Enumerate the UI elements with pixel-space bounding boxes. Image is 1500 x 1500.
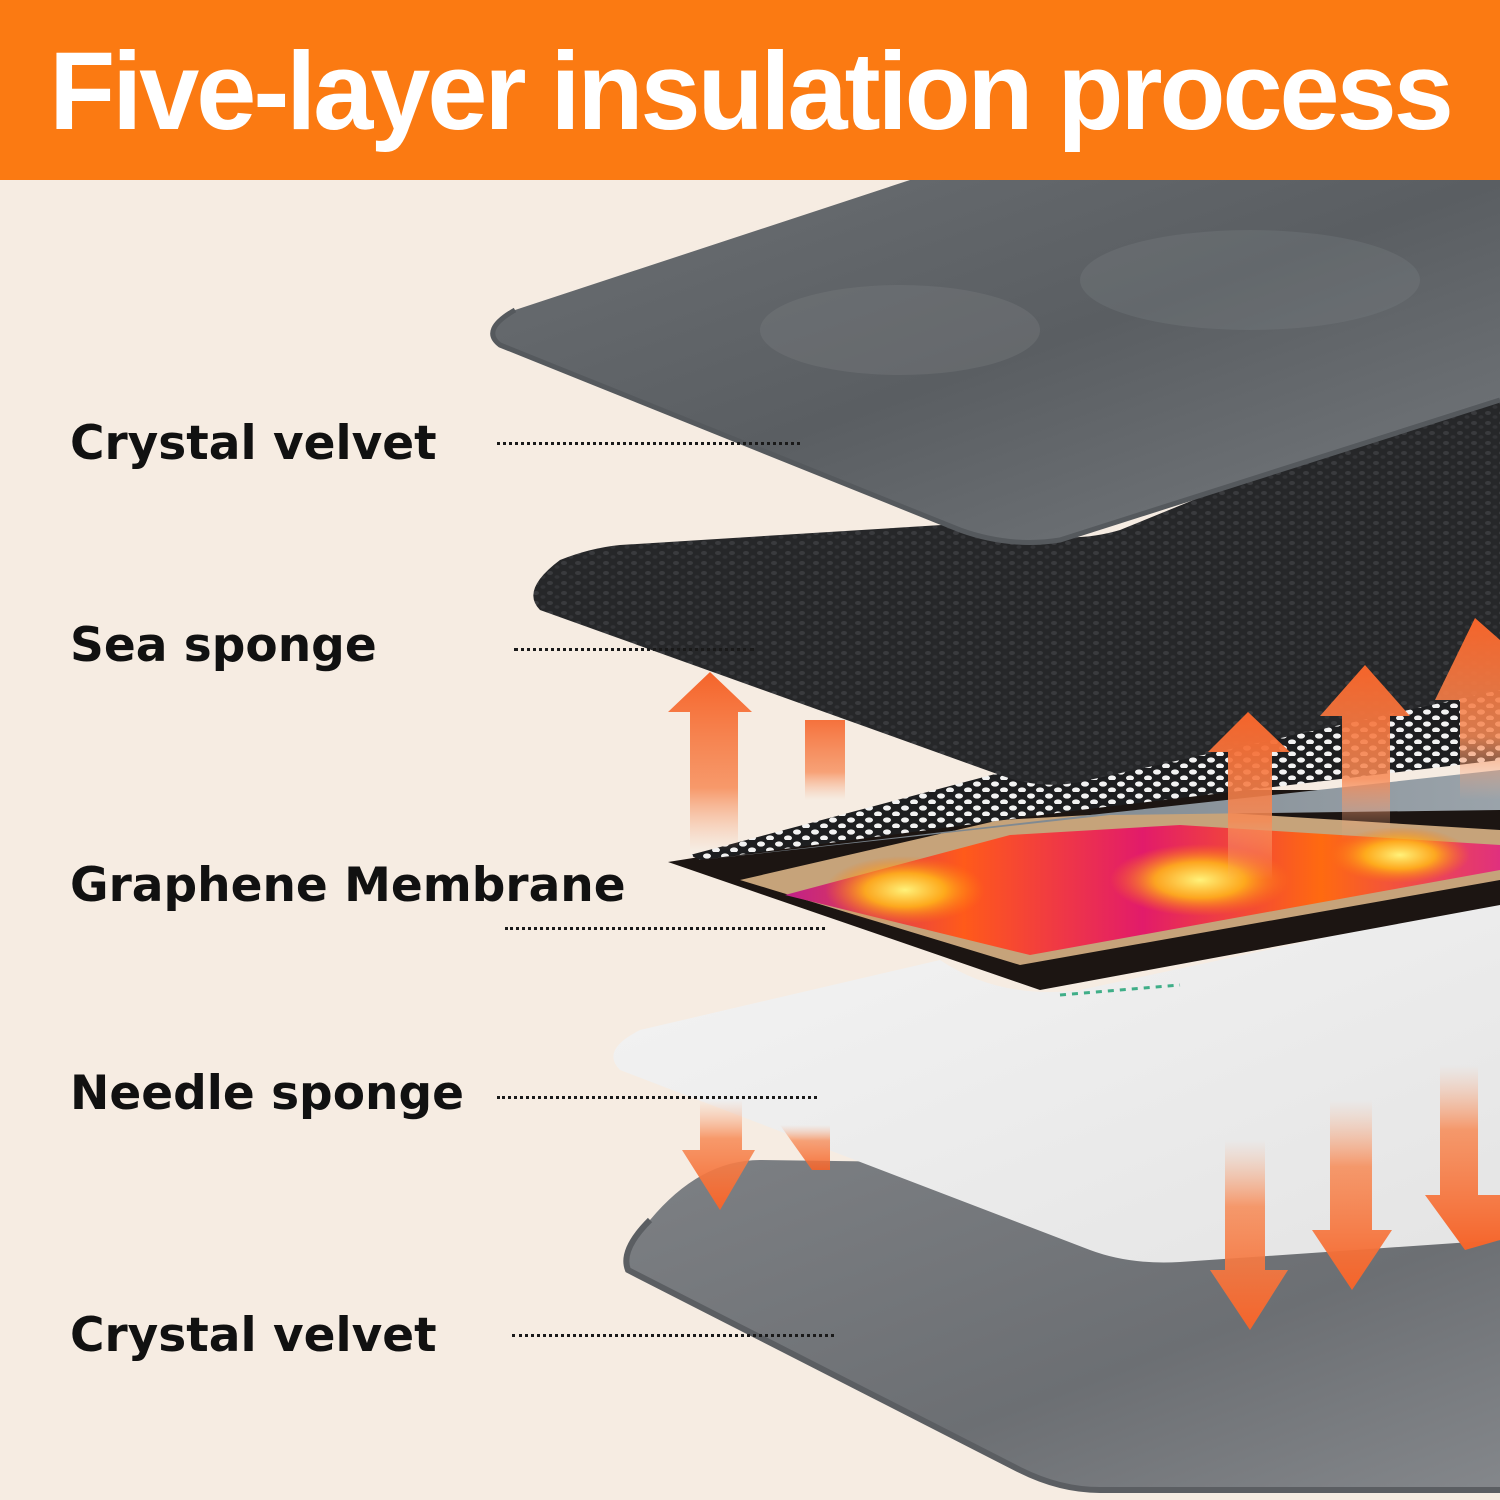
layer-crystal-velvet-top	[490, 180, 1500, 545]
leader-line-crystal-velvet-bottom	[512, 1334, 834, 1337]
heat-arrow-up-icon	[668, 672, 752, 850]
leader-line-graphene-membrane	[505, 927, 825, 930]
heat-arrow-up-icon	[1435, 618, 1500, 800]
leader-line-crystal-velvet-top	[497, 442, 800, 445]
layer-label-crystal-velvet-top: Crystal velvet	[70, 416, 437, 471]
heat-arrow-down-icon	[1312, 1100, 1392, 1290]
layer-label-crystal-velvet-bottom: Crystal velvet	[70, 1308, 437, 1363]
leader-line-needle-sponge	[497, 1096, 817, 1099]
layer-label-sea-sponge: Sea sponge	[70, 618, 377, 673]
page-title: Five-layer insulation process	[49, 28, 1454, 152]
heat-arrow-up-icon	[1320, 665, 1410, 840]
leader-line-sea-sponge	[514, 648, 754, 651]
heat-arrow-down-icon	[682, 1100, 755, 1210]
title-banner: Five-layer insulation process	[0, 0, 1500, 180]
layer-label-needle-sponge: Needle sponge	[70, 1066, 464, 1121]
heat-arrow-down-icon	[1425, 1065, 1500, 1250]
layer-label-graphene-membrane: Graphene Membrane	[70, 858, 626, 913]
layer-stack-illustration	[490, 180, 1500, 1493]
heat-arrows-up	[668, 618, 1500, 880]
heat-arrow-up-icon	[1208, 712, 1290, 880]
heat-arrows-down	[682, 1065, 1500, 1330]
heat-arrow-down-icon	[1210, 1140, 1288, 1330]
layer-needle-sponge	[613, 900, 1500, 1263]
heat-arrow-up-icon	[805, 720, 845, 800]
heat-arrow-down-icon	[780, 1125, 830, 1170]
